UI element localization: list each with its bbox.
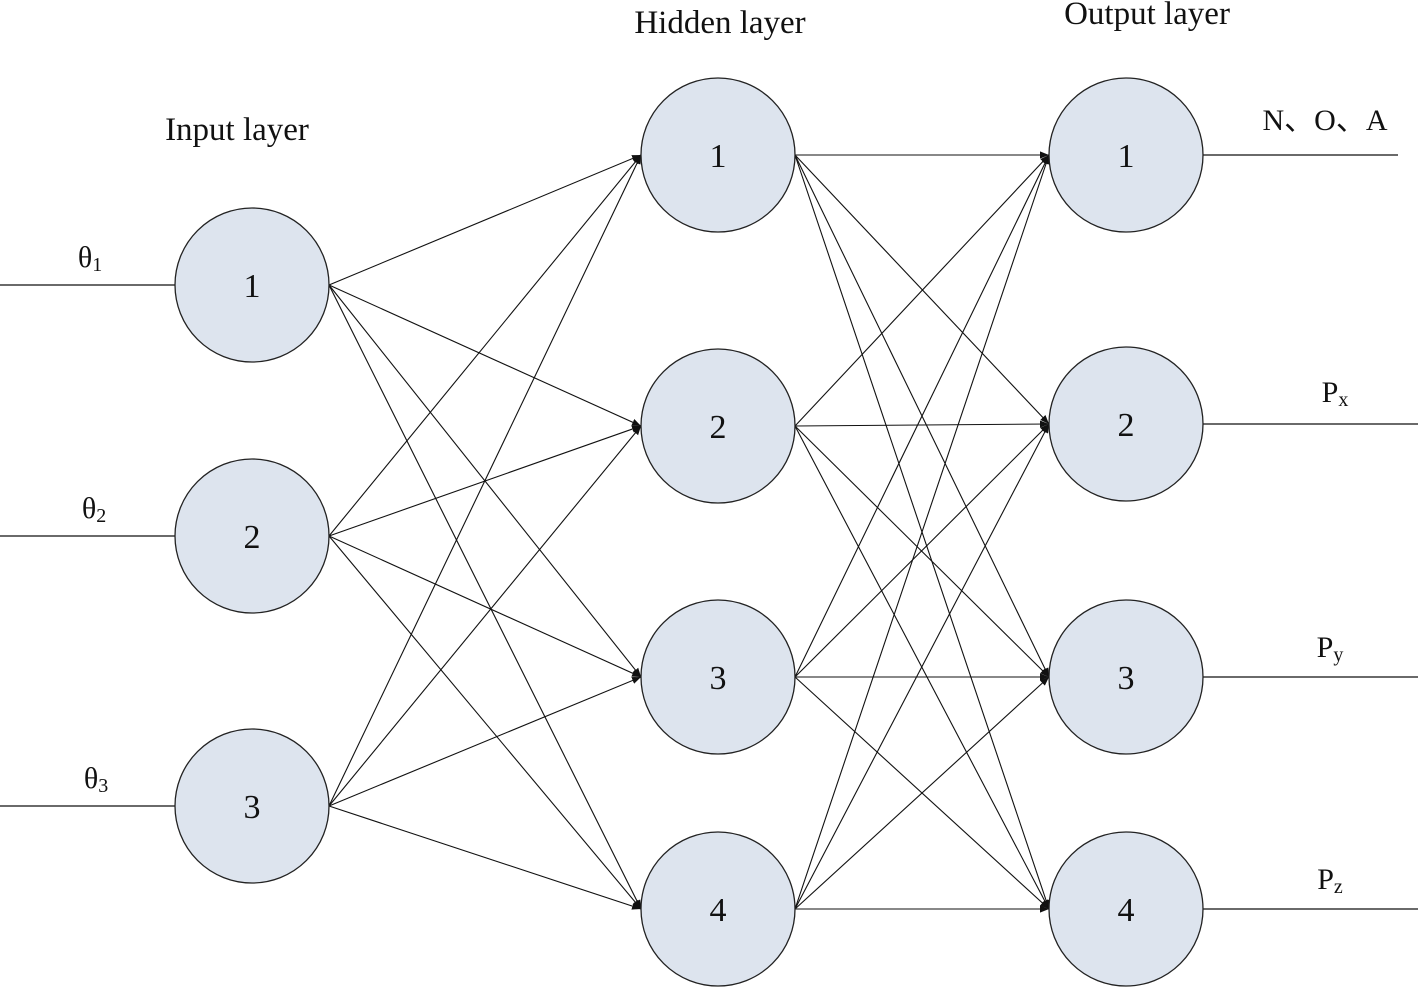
output-label-4: Pz [1317,863,1343,898]
input-layer-title: Input layer [165,112,309,148]
output-node-label: 3 [1118,660,1135,697]
output-node-circle [1048,346,1204,502]
hidden-node-label: 3 [710,660,727,697]
output-label-1: N、O、A [1263,104,1388,137]
input-node-3: 3 [174,728,330,884]
input-node-1: 1 [174,207,330,363]
hidden-node-circle [640,599,796,755]
output-node-3: 3 [1048,599,1204,755]
output-node-4: 4 [1048,831,1204,987]
edge-input-3-to-hidden-2 [328,425,642,807]
hidden-node-2: 2 [640,348,796,504]
edge-input-1-to-hidden-1 [328,154,642,286]
input-label-2: θ2 [82,492,106,527]
output-node-label: 1 [1118,138,1135,175]
edge-input-3-to-hidden-3 [328,676,642,807]
edge-hidden-4-to-output-3 [794,676,1050,910]
output-node-circle [1048,77,1204,233]
edge-input-1-to-hidden-2 [328,284,642,427]
hidden-node-label: 4 [710,892,727,929]
connections [328,151,1050,913]
hidden-node-1: 1 [640,77,796,233]
edge-hidden-2-to-output-3 [794,425,1050,678]
output-node-label: 4 [1118,892,1135,929]
output-node-1: 1 [1048,77,1204,233]
edge-input-2-to-hidden-3 [328,535,642,678]
hidden-node-circle [640,348,796,504]
edge-input-3-to-hidden-4 [328,805,642,910]
edge-hidden-4-to-output-1 [794,154,1050,910]
edge-input-3-to-hidden-1 [328,154,642,807]
edge-input-2-to-hidden-1 [328,154,642,537]
edge-hidden-2-to-output-1 [794,154,1050,427]
hidden-node-circle [640,831,796,987]
input-node-circle [174,458,330,614]
output-node-2: 2 [1048,346,1204,502]
output-layer-title: Output layer [1064,0,1230,32]
input-node-label: 2 [244,519,261,556]
edge-input-1-to-hidden-4 [328,284,642,910]
io-lines [0,154,1418,910]
edge-hidden-1-to-output-2 [794,154,1050,425]
hidden-node-3: 3 [640,599,796,755]
nodes: 1 2 3 1 2 3 4 1 2 3 4 [174,77,1204,987]
output-label-3: Py [1317,631,1344,666]
input-node-2: 2 [174,458,330,614]
edge-hidden-4-to-output-2 [794,423,1050,910]
output-node-circle [1048,599,1204,755]
edge-hidden-3-to-output-1 [794,154,1050,678]
edge-input-2-to-hidden-4 [328,535,642,910]
output-label-2: Px [1322,376,1349,411]
edge-hidden-3-to-output-2 [794,423,1050,678]
hidden-node-label: 2 [710,409,727,446]
hidden-node-label: 1 [710,138,727,175]
input-label-3: θ3 [84,762,108,797]
input-label-1: θ1 [78,241,102,276]
hidden-node-4: 4 [640,831,796,987]
input-node-circle [174,207,330,363]
output-node-label: 2 [1118,407,1135,444]
input-node-circle [174,728,330,884]
edge-hidden-2-to-output-2 [794,420,1050,428]
hidden-node-circle [640,77,796,233]
output-node-circle [1048,831,1204,987]
input-node-label: 3 [244,789,261,826]
hidden-layer-title: Hidden layer [634,5,805,41]
input-node-label: 1 [244,268,261,305]
